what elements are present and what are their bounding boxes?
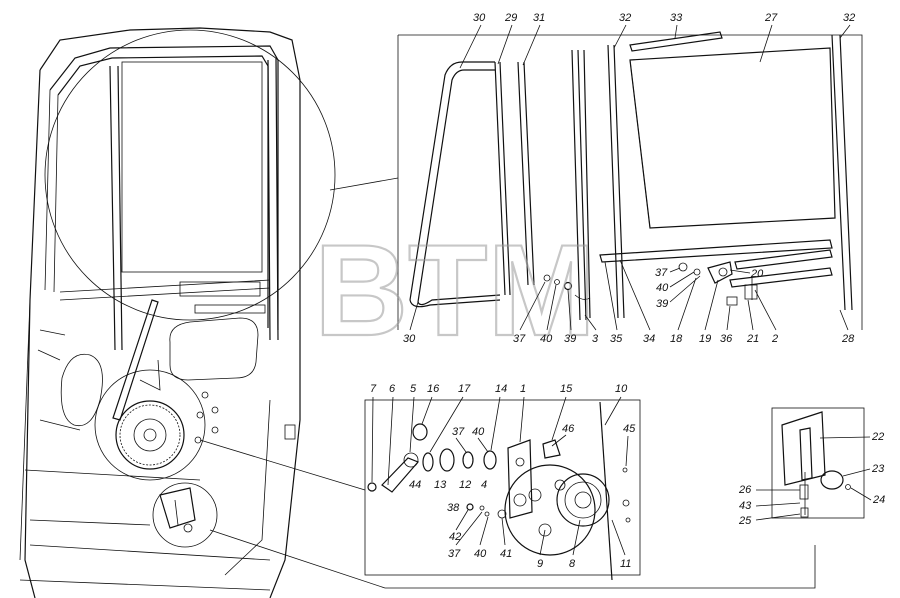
detail-circle-window	[44, 29, 336, 321]
leader-bracket	[209, 529, 816, 589]
label-23: 23	[871, 463, 885, 475]
labels-bracket: 22 23 26 43 25 24	[738, 431, 885, 527]
label-43: 43	[739, 500, 752, 512]
label-11: 11	[620, 558, 631, 570]
label-31: 31	[533, 12, 545, 24]
label-24: 24	[872, 494, 885, 506]
label-45: 45	[623, 423, 636, 435]
label-3: 3	[592, 333, 599, 345]
label-38: 38	[447, 502, 460, 514]
label-39-b: 39	[564, 333, 576, 345]
label-30-top: 30	[473, 12, 486, 24]
label-36: 36	[720, 333, 733, 345]
label-33: 33	[670, 12, 683, 24]
label-16: 16	[427, 383, 440, 395]
labels-bottom-row: 30 37 40 39 3 35 34	[403, 259, 655, 345]
label-22: 22	[871, 431, 884, 443]
labels-top: 30 29 31 32 33 27 32	[459, 12, 855, 69]
label-5: 5	[410, 383, 417, 395]
label-39-r: 39	[656, 298, 668, 310]
label-26: 26	[738, 484, 752, 496]
label-4: 4	[481, 479, 487, 491]
labels-right-top-group: 37 40 39 20 18 19 36 21 2 28	[655, 267, 855, 345]
mechanism-panel	[364, 399, 641, 581]
label-37-m2: 37	[448, 548, 461, 560]
labels-mechanism: 7 6 5 16 17 14 1 15 10 44 13 12 4 37 40 …	[370, 383, 636, 570]
label-32-right: 32	[843, 12, 855, 24]
label-37-r: 37	[655, 267, 668, 279]
label-1: 1	[520, 383, 526, 395]
detail-circle-gear	[94, 369, 206, 481]
label-40-m2: 40	[474, 548, 487, 560]
label-40-b: 40	[540, 333, 553, 345]
label-37-b: 37	[513, 333, 526, 345]
label-12: 12	[459, 479, 471, 491]
label-13: 13	[434, 479, 447, 491]
bracket-panel	[771, 407, 865, 519]
label-35: 35	[610, 333, 623, 345]
leader-window	[329, 177, 399, 191]
window-parts-panel	[397, 31, 863, 330]
label-20: 20	[750, 268, 764, 280]
leader-gear	[199, 439, 366, 491]
label-44: 44	[409, 479, 421, 491]
label-34: 34	[643, 333, 655, 345]
label-6: 6	[389, 383, 396, 395]
label-30-bottom: 30	[403, 333, 416, 345]
label-17: 17	[458, 383, 471, 395]
label-15: 15	[560, 383, 573, 395]
watermark: BTM	[314, 217, 596, 363]
label-7: 7	[370, 383, 377, 395]
label-46: 46	[562, 423, 575, 435]
label-9: 9	[537, 558, 543, 570]
door-assembly	[19, 27, 301, 598]
label-27: 27	[764, 12, 778, 24]
label-40-m: 40	[472, 426, 485, 438]
label-18: 18	[670, 333, 683, 345]
label-29: 29	[504, 12, 517, 24]
label-37-m: 37	[452, 426, 465, 438]
label-41: 41	[500, 548, 512, 560]
label-28: 28	[841, 333, 855, 345]
label-8: 8	[569, 558, 576, 570]
label-32-left: 32	[619, 12, 631, 24]
label-19: 19	[699, 333, 711, 345]
label-21: 21	[746, 333, 759, 345]
label-2: 2	[771, 333, 778, 345]
detail-circle-bracket	[152, 482, 218, 548]
label-42: 42	[449, 531, 461, 543]
label-40-r: 40	[656, 282, 669, 294]
label-10: 10	[615, 383, 628, 395]
label-14: 14	[495, 383, 507, 395]
label-25: 25	[738, 515, 752, 527]
